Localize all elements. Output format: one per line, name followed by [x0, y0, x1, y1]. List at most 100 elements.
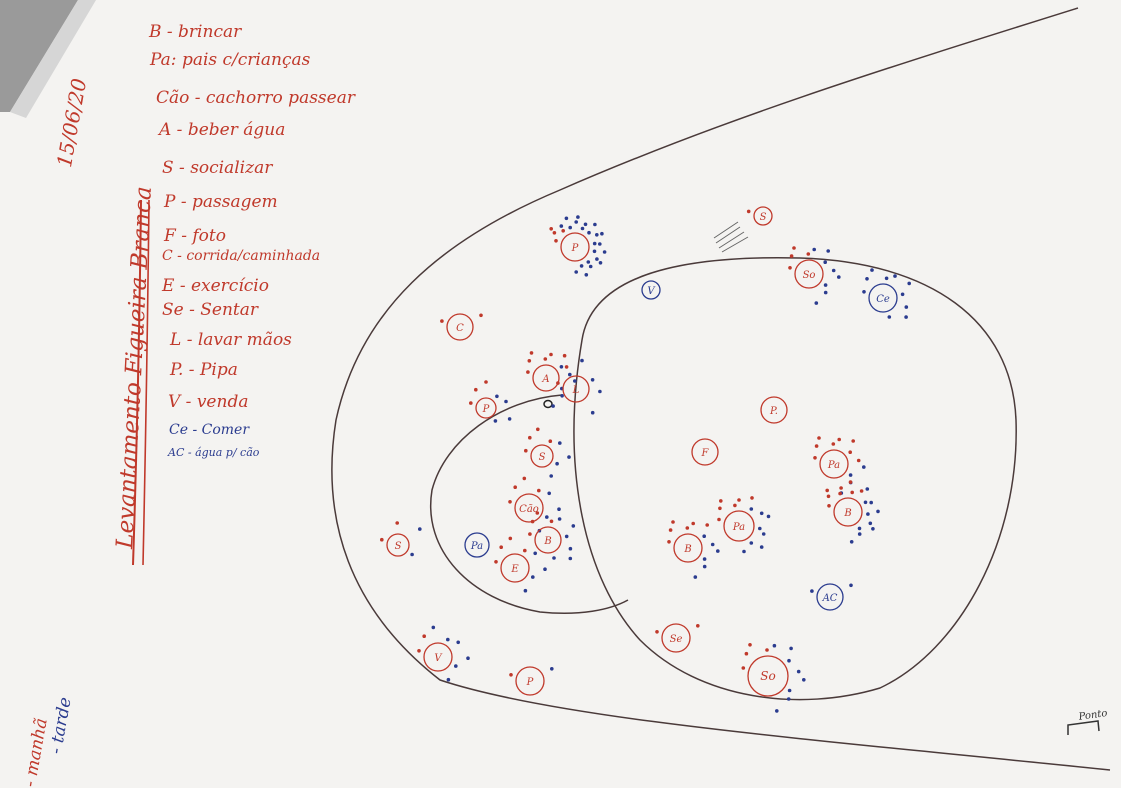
- observation-dot: [702, 564, 707, 569]
- observation-dot: [737, 498, 741, 502]
- observation-dot: [593, 222, 597, 227]
- map-marker: B: [528, 511, 576, 561]
- title-red-line-1: [132, 199, 142, 566]
- observation-dot: [871, 527, 875, 531]
- observation-dot: [440, 319, 444, 323]
- observation-dot: [825, 488, 829, 493]
- observation-dot: [668, 528, 673, 532]
- observation-dot: [814, 444, 819, 448]
- observation-dot: [759, 511, 764, 516]
- marker-circle: [446, 313, 474, 341]
- map-marker: F: [691, 438, 719, 466]
- map-marker: Ce: [862, 268, 911, 319]
- observation-dot: [655, 630, 659, 634]
- observation-dot: [900, 292, 905, 297]
- marker-label: Ce: [876, 294, 890, 305]
- observation-dot: [499, 545, 504, 549]
- observation-dot: [547, 491, 551, 496]
- map-marker: A: [526, 351, 577, 408]
- map-marker: So: [788, 246, 841, 305]
- marker-circle: [500, 553, 530, 583]
- observation-dot: [600, 231, 604, 236]
- observation-dot: [823, 283, 828, 287]
- observation-dot: [719, 499, 723, 503]
- observation-dot: [549, 474, 553, 478]
- observation-dot: [508, 536, 513, 541]
- map-marker: P: [549, 215, 607, 277]
- marker-circle: [475, 397, 497, 419]
- legend-item-c: C - corrida/caminhada: [162, 248, 321, 264]
- observation-dot: [718, 506, 722, 511]
- observation-dot: [557, 517, 562, 521]
- legend-item-ac: AC - água p/ cão: [168, 446, 260, 459]
- observation-dot: [556, 381, 560, 385]
- observation-dot: [567, 455, 571, 459]
- inner-loop: [430, 394, 629, 614]
- observation-dot: [533, 551, 537, 556]
- observation-dot: [559, 224, 564, 228]
- marker-label: Cão: [519, 504, 539, 515]
- map-marker: S: [746, 206, 773, 226]
- observation-dot: [588, 264, 593, 269]
- marker-label: So: [803, 270, 816, 281]
- observation-dot: [859, 489, 864, 493]
- observation-dot: [884, 276, 889, 281]
- observation-dot: [759, 545, 764, 549]
- observation-dot: [418, 527, 422, 531]
- observation-dot: [786, 697, 791, 701]
- observation-dot: [580, 226, 585, 231]
- marker-circle: [760, 396, 788, 424]
- map-marker: AC: [810, 583, 853, 611]
- observation-dot: [522, 476, 527, 481]
- observation-dot: [535, 511, 540, 515]
- observation-dot: [748, 643, 752, 647]
- observation-dot: [810, 589, 814, 593]
- observation-dot: [454, 664, 458, 668]
- observation-dot: [554, 239, 558, 243]
- marker-circle: [464, 532, 490, 558]
- observation-dot: [831, 268, 836, 273]
- observation-dot: [849, 583, 853, 588]
- observation-dot: [545, 515, 549, 519]
- marker-circle: [819, 449, 849, 479]
- map-marker: L: [556, 358, 602, 415]
- observation-dot: [549, 227, 553, 231]
- observation-dot: [907, 281, 911, 286]
- observation-dot: [671, 520, 675, 524]
- observation-dot: [523, 588, 528, 593]
- observation-dot: [574, 220, 578, 224]
- observation-dot: [564, 534, 569, 539]
- marker-label: V: [434, 653, 443, 664]
- observation-dot: [564, 365, 569, 369]
- observation-dot: [528, 435, 532, 440]
- observation-dot: [574, 270, 578, 274]
- observation-dot: [529, 351, 534, 355]
- observation-dot: [831, 442, 836, 446]
- observation-dot: [749, 507, 754, 511]
- observation-dot: [893, 274, 897, 278]
- observation-dot: [508, 500, 512, 504]
- marker-label: B: [843, 508, 851, 519]
- observation-dot: [741, 666, 746, 670]
- observation-dot: [702, 534, 706, 538]
- observation-dot: [580, 358, 584, 363]
- map-marker: Pa: [717, 496, 771, 554]
- legend-item-f: F - foto: [164, 226, 226, 246]
- observation-dot: [787, 688, 792, 693]
- observation-dot: [758, 526, 762, 531]
- marker-label: L: [572, 385, 580, 396]
- observation-dot: [796, 669, 801, 674]
- observation-dot: [564, 216, 569, 221]
- marker-circle: [562, 375, 590, 403]
- marker-label: C: [456, 323, 464, 334]
- observation-dot: [817, 436, 821, 440]
- observation-dot: [584, 273, 589, 277]
- observation-dot: [733, 503, 737, 508]
- observation-dot: [823, 290, 828, 295]
- observation-dot: [717, 517, 721, 522]
- observation-dot: [579, 264, 584, 268]
- observation-dot: [558, 441, 562, 445]
- legend-item-e: E - exercício: [162, 276, 269, 296]
- observation-dot: [826, 494, 831, 499]
